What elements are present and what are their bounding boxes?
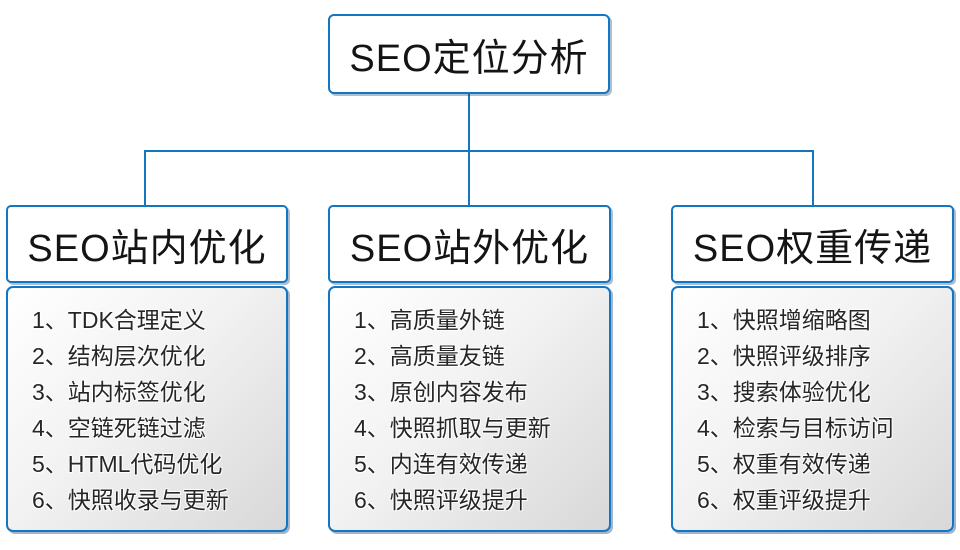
list-item: 2、快照评级排序 [697,343,871,369]
connector-root-stem [468,94,470,151]
branch-list-onsite: 1、TDK合理定义 2、结构层次优化 3、站内标签优化 4、空链死链过滤 5、H… [6,286,288,532]
list-item: 2、高质量友链 [354,343,505,369]
list-item: 1、快照增缩略图 [697,307,871,333]
connector-drop-onsite [144,150,146,206]
list-item: 1、TDK合理定义 [32,307,206,333]
connector-drop-weight [812,150,814,206]
list-item: 3、原创内容发布 [354,379,528,405]
branch-offsite: SEO站外优化 1、高质量外链 2、高质量友链 3、原创内容发布 4、快照抓取与… [328,205,611,532]
branch-title-onsite: SEO站内优化 [6,205,288,283]
list-item: 6、快照收录与更新 [32,487,229,513]
list-item: 5、权重有效传递 [697,451,871,477]
branch-weight: SEO权重传递 1、快照增缩略图 2、快照评级排序 3、搜索体验优化 4、检索与… [671,205,954,532]
list-item: 5、HTML代码优化 [32,451,223,477]
connector-drop-offsite [468,150,470,206]
list-item: 1、高质量外链 [354,307,505,333]
branch-title-weight-label: SEO权重传递 [692,227,933,270]
root-node: SEO定位分析 [328,14,610,94]
branch-title-weight: SEO权重传递 [671,205,954,283]
connector-crossbar [144,150,814,152]
list-item: 5、内连有效传递 [354,451,528,477]
list-item: 6、权重评级提升 [697,487,871,513]
branch-list-weight: 1、快照增缩略图 2、快照评级排序 3、搜索体验优化 4、检索与目标访问 5、权… [671,286,954,532]
list-item: 6、快照评级提升 [354,487,528,513]
list-item: 3、站内标签优化 [32,379,206,405]
branch-title-onsite-label: SEO站内优化 [27,227,267,270]
list-item: 4、空链死链过滤 [32,415,206,441]
branch-list-offsite: 1、高质量外链 2、高质量友链 3、原创内容发布 4、快照抓取与更新 5、内连有… [328,286,611,532]
root-node-label: SEO定位分析 [349,37,589,80]
branch-title-offsite: SEO站外优化 [328,205,611,283]
branch-onsite: SEO站内优化 1、TDK合理定义 2、结构层次优化 3、站内标签优化 4、空链… [6,205,288,532]
branch-title-offsite-label: SEO站外优化 [349,227,590,270]
list-item: 4、快照抓取与更新 [354,415,551,441]
list-item: 4、检索与目标访问 [697,415,894,441]
list-item: 3、搜索体验优化 [697,379,871,405]
list-item: 2、结构层次优化 [32,343,206,369]
